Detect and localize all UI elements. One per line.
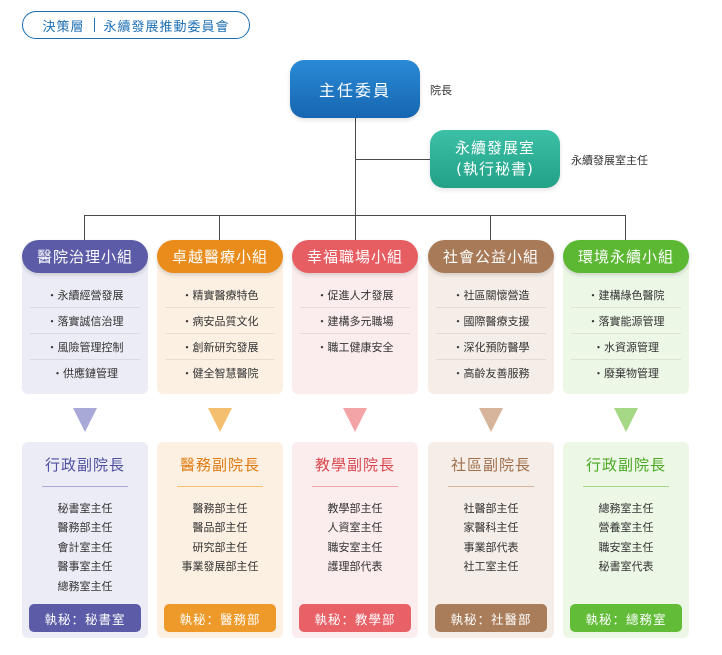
executive-secretary-badge: 執秘：總務室 — [570, 604, 682, 632]
chair-title: 主任委員 — [318, 81, 391, 100]
vp-member: 醫務部主任 — [57, 521, 113, 535]
chair-note: 院長 — [430, 84, 452, 97]
vp-member-list: 教學部主任人資室主任職安室主任護理部代表 — [292, 487, 418, 576]
vp-member: 營養室主任 — [598, 521, 654, 535]
group-header: 環境永續小組 — [563, 240, 689, 273]
executive-secretary-badge: 執秘：社醫部 — [435, 604, 547, 632]
group-item: ・落實能源管理 — [571, 308, 681, 334]
group-header: 卓越醫療小組 — [157, 240, 283, 273]
group-panel: ・建構綠色醫院・落實能源管理・水資源管理・廢棄物管理 — [563, 256, 689, 394]
group-item: ・高齡友善服務 — [452, 367, 530, 380]
vp-member: 社醫部主任 — [463, 501, 519, 515]
vp-member: 職安室主任 — [598, 540, 654, 554]
vp-member-list: 總務室主任營養室主任職安室主任秘書室代表 — [563, 487, 689, 576]
vp-divider — [177, 486, 263, 487]
group-item: ・國際醫療支援 — [436, 308, 546, 334]
trunk-line — [355, 118, 356, 215]
vp-member: 醫品部主任 — [192, 521, 248, 535]
group-item: ・深化預防醫學 — [436, 334, 546, 360]
group-item: ・落實誠信治理 — [30, 308, 140, 334]
vp-member: 會計室主任 — [57, 540, 113, 554]
vp-member: 事業發展部主任 — [181, 560, 259, 574]
vp-divider — [448, 486, 534, 487]
group-item: ・廢棄物管理 — [593, 367, 659, 380]
vp-member-list: 秘書室主任醫務部主任會計室主任醫事室主任總務室主任 — [22, 487, 148, 596]
drop-line-4 — [490, 215, 491, 241]
group-item: ・創新研究發展 — [165, 334, 275, 360]
header-divider — [93, 18, 95, 32]
group-item: ・病安品質文化 — [165, 308, 275, 334]
drop-line-5 — [625, 215, 626, 241]
group-panel: ・促進人才發展・建構多元職場・職工健康安全 — [292, 256, 418, 394]
header-right: 永續發展推動委員會 — [103, 19, 230, 35]
group-item: ・水資源管理 — [571, 334, 681, 360]
down-arrow-icon — [479, 408, 503, 432]
vp-member: 秘書室主任 — [57, 501, 113, 515]
group-item: ・社區關懷營造 — [436, 282, 546, 308]
executive-secretary-badge: 執秘：醫務部 — [164, 604, 276, 632]
vp-title: 社區副院長 — [450, 455, 531, 474]
vp-member: 護理部代表 — [327, 560, 383, 574]
group-header: 社會公益小組 — [428, 240, 554, 273]
office-branch-line — [355, 159, 431, 160]
vp-member: 研究部主任 — [192, 540, 248, 554]
vp-member: 秘書室代表 — [598, 560, 654, 574]
vp-title: 行政副院長 — [44, 455, 125, 474]
group-header: 幸福職場小組 — [292, 240, 418, 273]
group-item: ・職工健康安全 — [316, 341, 394, 354]
down-arrow-icon — [208, 408, 232, 432]
group-item: ・建構綠色醫院 — [571, 282, 681, 308]
vp-member: 職安室主任 — [327, 540, 383, 554]
group-item: ・供應鏈管理 — [52, 367, 118, 380]
group-panel: ・精實醫療特色・病安品質文化・創新研究發展・健全智慧醫院 — [157, 256, 283, 394]
group-item: ・精實醫療特色 — [165, 282, 275, 308]
drop-line-3 — [355, 215, 356, 241]
down-arrow-icon — [343, 408, 367, 432]
down-arrow-icon — [614, 408, 638, 432]
group-item: ・風險管理控制 — [30, 334, 140, 360]
group-item: ・促進人才發展 — [300, 282, 410, 308]
vp-title: 教學副院長 — [314, 455, 395, 474]
executive-secretary-badge: 執秘：教學部 — [299, 604, 411, 632]
vp-member: 教學部主任 — [327, 501, 383, 515]
vp-member: 社工室主任 — [463, 560, 519, 574]
group-panel: ・社區關懷營造・國際醫療支援・深化預防醫學・高齡友善服務 — [428, 256, 554, 394]
down-arrow-icon — [73, 408, 97, 432]
header-left: 決策層 — [42, 19, 85, 35]
vp-member: 醫務部主任 — [192, 501, 248, 515]
office-line1: 永續發展室 — [454, 139, 535, 157]
decision-layer-label: 決策層 永續發展推動委員會 — [22, 11, 250, 39]
group-item: ・永續經營發展 — [30, 282, 140, 308]
vp-member-list: 醫務部主任醫品部主任研究部主任事業發展部主任 — [157, 487, 283, 576]
office-note: 永續發展室主任 — [571, 154, 648, 167]
vp-title: 行政副院長 — [585, 455, 666, 474]
vp-member: 人資室主任 — [327, 521, 383, 535]
vp-member-list: 社醫部主任家醫科主任事業部代表社工室主任 — [428, 487, 554, 576]
office-line2: (執行秘書) — [456, 160, 534, 178]
vp-member: 醫事室主任 — [57, 560, 113, 574]
vp-title: 醫務副院長 — [179, 455, 260, 474]
group-item: ・健全智慧醫院 — [181, 367, 259, 380]
group-header: 醫院治理小組 — [22, 240, 148, 273]
group-item: ・建構多元職場 — [300, 308, 410, 334]
drop-line-1 — [84, 215, 85, 241]
group-panel: ・永續經營發展・落實誠信治理・風險管理控制・供應鏈管理 — [22, 256, 148, 394]
drop-line-2 — [219, 215, 220, 241]
vp-member: 家醫科主任 — [463, 521, 519, 535]
sustainability-office-box: 永續發展室 (執行秘書) — [430, 130, 560, 188]
vp-divider — [583, 486, 669, 487]
executive-secretary-badge: 執秘：秘書室 — [29, 604, 141, 632]
chair-box: 主任委員 — [290, 60, 420, 118]
vp-divider — [42, 486, 128, 487]
vp-member: 總務室主任 — [57, 579, 113, 593]
vp-divider — [312, 486, 398, 487]
vp-member: 總務室主任 — [598, 501, 654, 515]
vp-member: 事業部代表 — [463, 540, 519, 554]
